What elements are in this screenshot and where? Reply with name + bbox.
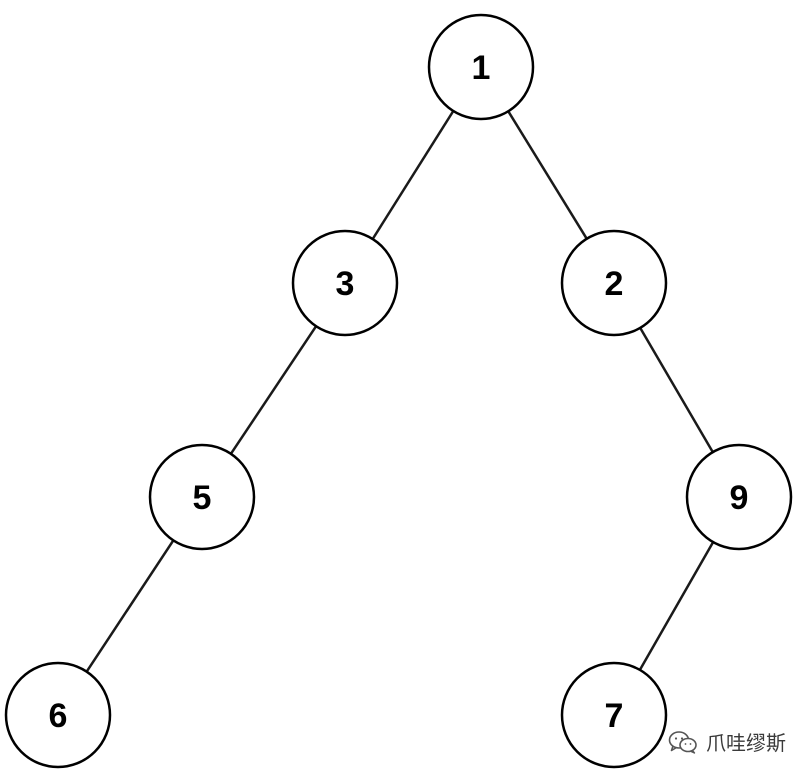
tree-node-5: 5 — [148, 443, 256, 551]
tree-node-6: 6 — [4, 661, 112, 769]
tree-node-3: 3 — [291, 229, 399, 337]
wechat-icon — [668, 730, 697, 754]
watermark: 爪哇缪斯 — [668, 727, 786, 756]
node-circle — [560, 229, 668, 337]
node-label: 9 — [730, 479, 749, 517]
edge-n3-n5 — [229, 325, 318, 455]
node-circle — [560, 661, 668, 769]
node-label: 3 — [336, 265, 355, 303]
node-circle — [427, 13, 535, 121]
tree-node-2: 2 — [560, 229, 668, 337]
node-circle — [148, 443, 256, 551]
node-circle — [291, 229, 399, 337]
edge-n1-n3 — [371, 110, 455, 240]
node-label: 1 — [472, 49, 491, 87]
tree-node-1: 1 — [427, 13, 535, 121]
nodes-layer: 1 3 2 5 9 6 7 — [4, 13, 793, 769]
edge-n1-n2 — [507, 110, 588, 240]
node-label: 6 — [49, 697, 68, 735]
watermark-text: 爪哇缪斯 — [706, 731, 786, 755]
edge-n2-n9 — [639, 327, 714, 453]
tree-node-9: 9 — [685, 443, 793, 551]
node-label: 7 — [605, 697, 624, 735]
edges-layer — [85, 110, 715, 673]
tree-node-7: 7 — [560, 661, 668, 769]
node-label: 5 — [193, 479, 212, 517]
edge-n5-n6 — [85, 539, 175, 673]
node-label: 2 — [605, 265, 624, 303]
edge-n9-n7 — [638, 541, 715, 671]
node-circle — [685, 443, 793, 551]
node-circle — [4, 661, 112, 769]
